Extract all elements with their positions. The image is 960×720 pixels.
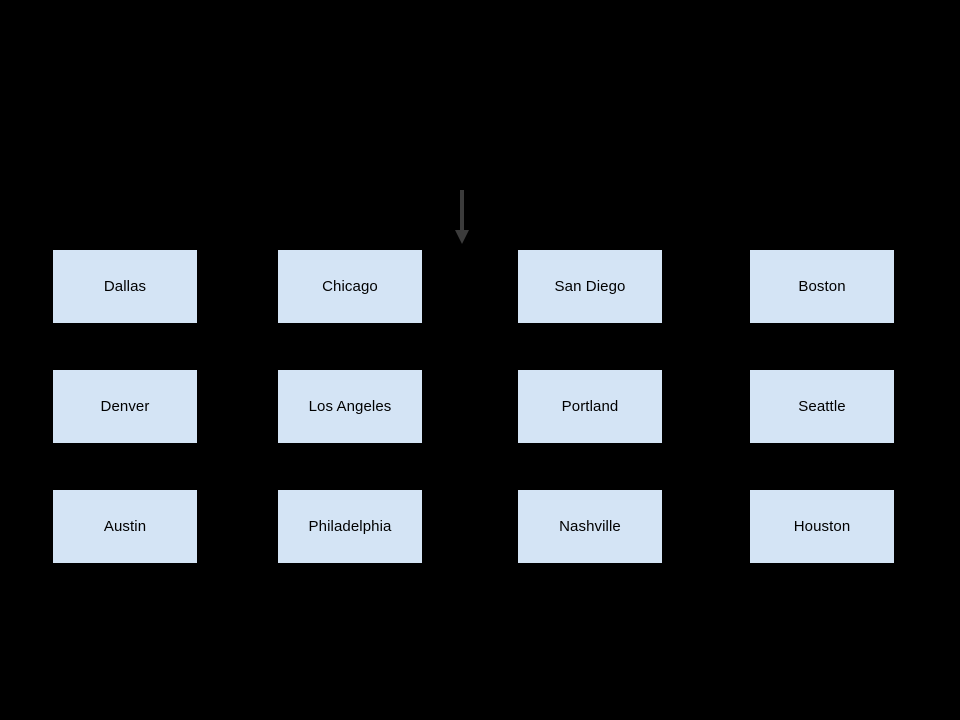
- node-label: Seattle: [798, 398, 846, 415]
- node-label: Houston: [793, 518, 851, 535]
- node-philadelphia[interactable]: Philadelphia: [278, 490, 422, 563]
- node-dallas[interactable]: Dallas: [53, 250, 197, 323]
- node-label: Portland: [561, 398, 619, 415]
- node-label: Denver: [100, 398, 150, 415]
- node-austin[interactable]: Austin: [53, 490, 197, 563]
- node-label: Nashville: [559, 518, 621, 535]
- node-houston[interactable]: Houston: [750, 490, 894, 563]
- down-arrow-icon: [455, 190, 469, 244]
- node-san-diego[interactable]: San Diego: [518, 250, 662, 323]
- node-nashville[interactable]: Nashville: [518, 490, 662, 563]
- node-chicago[interactable]: Chicago: [278, 250, 422, 323]
- node-portland[interactable]: Portland: [518, 370, 662, 443]
- node-label: Dallas: [103, 278, 147, 295]
- node-boston[interactable]: Boston: [750, 250, 894, 323]
- node-label: Chicago: [322, 278, 378, 295]
- node-label: San Diego: [554, 278, 626, 295]
- node-label: Austin: [103, 518, 147, 535]
- node-seattle[interactable]: Seattle: [750, 370, 894, 443]
- node-label: Philadelphia: [308, 518, 392, 535]
- node-los-angeles[interactable]: Los Angeles: [278, 370, 422, 443]
- node-label: Boston: [798, 278, 846, 295]
- node-label: Los Angeles: [308, 398, 392, 415]
- node-denver[interactable]: Denver: [53, 370, 197, 443]
